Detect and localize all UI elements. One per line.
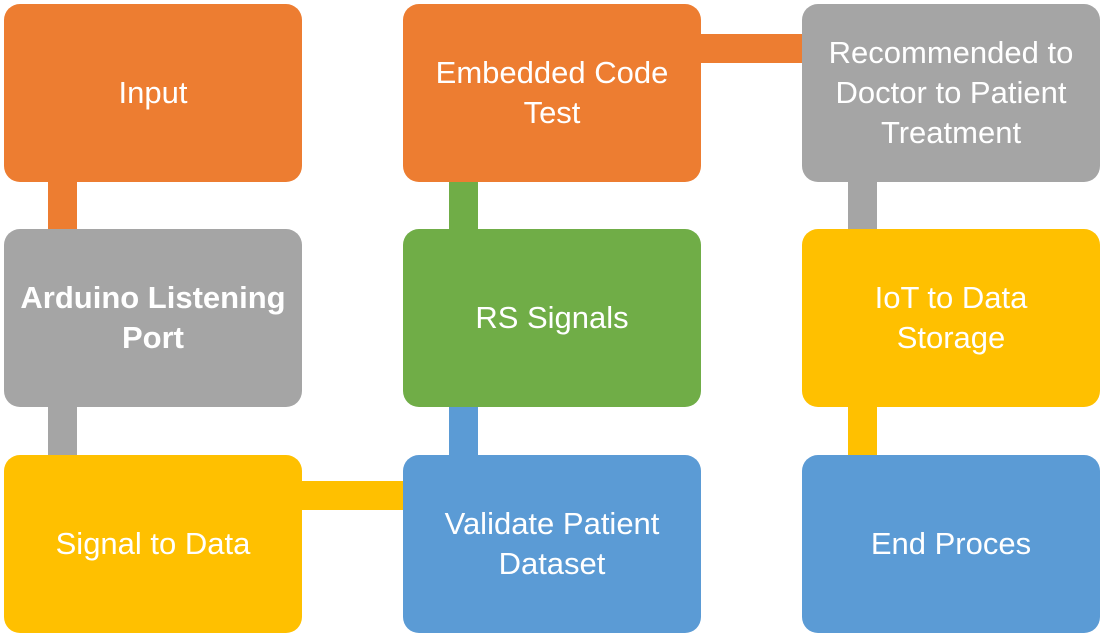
connector-input-arduino xyxy=(48,182,77,229)
connector-arduino-signal xyxy=(48,407,77,455)
box-label: Input xyxy=(118,75,188,110)
connector-recommend-iot xyxy=(848,182,877,229)
connector-iot-end xyxy=(848,407,877,455)
end-process-box: End Proces xyxy=(802,455,1100,633)
box-label: Validate Patient Dataset xyxy=(444,506,660,581)
box-label: Arduino Listening Port xyxy=(20,280,286,355)
input-box: Input xyxy=(4,4,302,182)
box-label: Signal to Data xyxy=(55,526,251,561)
box-label: IoT to Data Storage xyxy=(874,280,1028,355)
box-label: RS Signals xyxy=(475,300,629,335)
box-label: Recommended to Doctor to Patient Treatme… xyxy=(828,35,1074,150)
signal-to-data-box: Signal to Data xyxy=(4,455,302,633)
connector-embedded-recommend xyxy=(701,34,802,63)
rs-signals-box: RS Signals xyxy=(403,229,701,407)
connector-signal-validate xyxy=(302,481,403,510)
embedded-code-test-box: Embedded Code Test xyxy=(403,4,701,182)
recommended-to-doctor-box: Recommended to Doctor to Patient Treatme… xyxy=(802,4,1100,182)
connector-validate-rs xyxy=(449,407,478,455)
box-label: Embedded Code Test xyxy=(435,55,669,130)
iot-to-data-storage-box: IoT to Data Storage xyxy=(802,229,1100,407)
connector-rs-embedded xyxy=(449,182,478,229)
box-label: End Proces xyxy=(870,526,1032,561)
arduino-listening-port-box: Arduino Listening Port xyxy=(4,229,302,407)
validate-patient-dataset-box: Validate Patient Dataset xyxy=(403,455,701,633)
